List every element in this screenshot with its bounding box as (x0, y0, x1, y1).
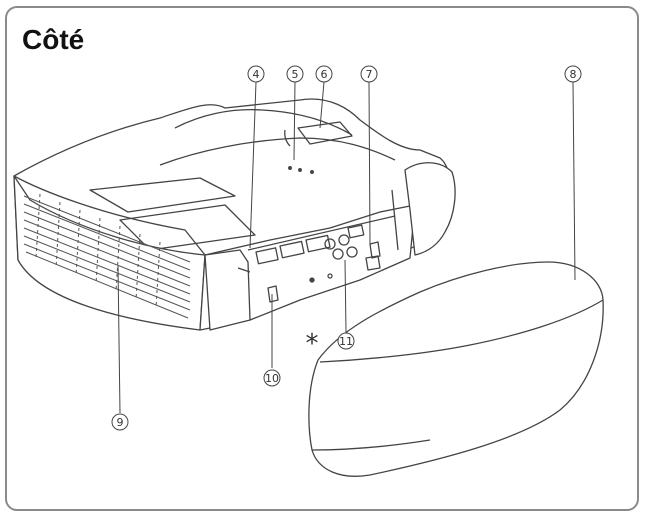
callout-10: 10 (265, 372, 279, 385)
callout-4: 4 (253, 68, 260, 81)
asterisk-marker: * (306, 329, 319, 359)
vent-grille (23, 193, 191, 319)
figure-title: Côté (22, 24, 85, 55)
right-end (404, 162, 456, 256)
callout-8: 8 (570, 68, 577, 81)
callout-11: 11 (339, 335, 353, 348)
front-foot (204, 249, 251, 331)
callout-7: 7 (366, 68, 373, 81)
top-panel (89, 177, 236, 213)
lens-cover (308, 261, 604, 477)
projector-top-hump (174, 109, 353, 136)
top-cover (119, 204, 256, 251)
control-panel (297, 121, 353, 145)
callout-5: 5 (292, 68, 299, 81)
callout-6: 6 (321, 68, 328, 81)
callout-9: 9 (117, 416, 124, 429)
